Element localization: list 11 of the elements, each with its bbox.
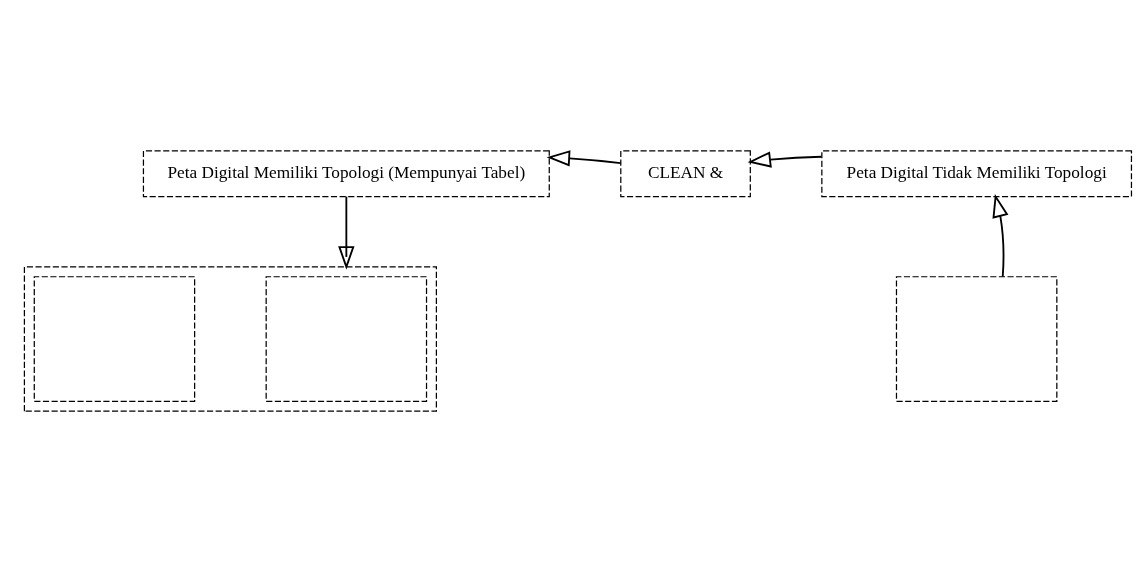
arrow: [546, 149, 622, 167]
node-box: [265, 275, 428, 402]
node-box: CLEAN &: [620, 149, 751, 197]
arrow: [992, 193, 1009, 278]
cluster: [23, 265, 437, 412]
node-box: Peta Digital Tidak Memiliki Topologi: [821, 149, 1133, 197]
node-box: [895, 275, 1058, 402]
arrow: [338, 195, 355, 270]
arrow: [747, 150, 823, 168]
node-box: [33, 275, 196, 402]
node-box: Peta Digital Memiliki Topologi (Mempunyai Tabel): [142, 149, 550, 197]
